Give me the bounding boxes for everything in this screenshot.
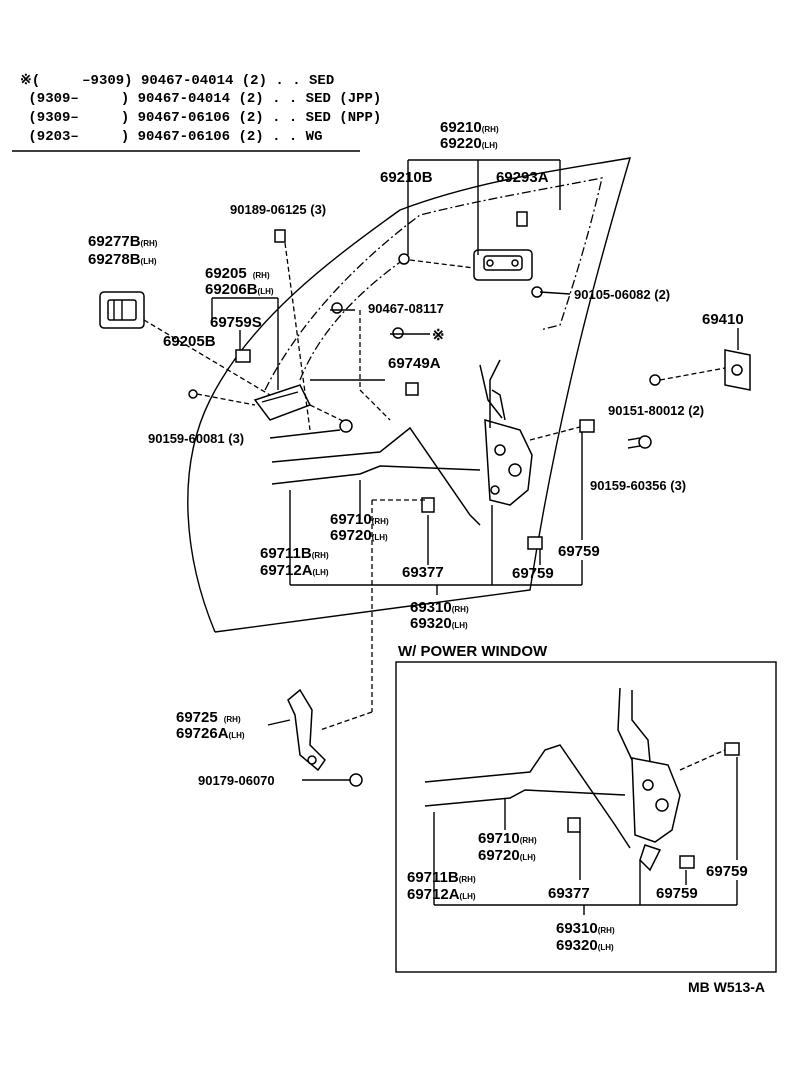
pw-grommet-69759a bbox=[724, 742, 740, 756]
pw-clip-69377 bbox=[567, 817, 581, 833]
label-69711B: 69711B(RH) bbox=[260, 545, 329, 562]
outside-handle bbox=[473, 249, 533, 281]
label-69726A: 69726A(LH) bbox=[176, 725, 245, 742]
label-69310: 69310(RH) bbox=[410, 599, 469, 616]
header-qty: (2) bbox=[241, 73, 267, 89]
pw-label-69720: 69720(LH) bbox=[478, 847, 536, 864]
pw-rod-69710 bbox=[424, 744, 631, 849]
bolt-asterisk bbox=[392, 327, 404, 339]
label-69759b: 69759 bbox=[512, 565, 554, 582]
door-lock-assembly bbox=[484, 359, 533, 506]
label-69210: 69210(RH) bbox=[440, 119, 499, 136]
grommet-69759b bbox=[527, 536, 543, 550]
diagram-code: MB W513-A bbox=[688, 979, 765, 995]
pw-label-69710: 69710(RH) bbox=[478, 830, 537, 847]
label-90159-60356: 90159-60356 (3) bbox=[590, 478, 686, 493]
label-69293A: 69293A bbox=[496, 169, 549, 186]
label-69210B: 69210B bbox=[380, 169, 433, 186]
pw-lock-assembly bbox=[617, 687, 681, 872]
header-desc: . . SED (NPP) bbox=[272, 110, 382, 126]
header-row-3: (9309– ) 90467-06106 (2) . . SED (NPP) bbox=[20, 110, 381, 126]
pw-label-69712A: 69712A(LH) bbox=[407, 886, 476, 903]
header-qty: (2) bbox=[238, 129, 264, 145]
header-part: 90467-04014 bbox=[137, 91, 231, 107]
label-69278B: 69278B(LH) bbox=[88, 251, 157, 268]
pw-grommet-69759b bbox=[679, 855, 695, 869]
header-desc: . . SED bbox=[275, 73, 335, 89]
clip-69749A bbox=[405, 382, 419, 396]
screw-90159-60356 bbox=[627, 437, 641, 449]
clip-90189 bbox=[274, 229, 286, 243]
door-inner-frame bbox=[299, 254, 411, 381]
header-prefix: (9309– ) bbox=[20, 91, 130, 107]
label-90189: 90189-06125 (3) bbox=[230, 202, 326, 217]
clip-69377 bbox=[421, 497, 435, 513]
label-90159-60081: 90159-60081 (3) bbox=[148, 431, 244, 446]
label-69410: 69410 bbox=[702, 311, 744, 328]
label-90467-08117: 90467-08117 bbox=[368, 301, 444, 316]
label-69720: 69720(LH) bbox=[330, 527, 388, 544]
label-69206B: 69206B(LH) bbox=[205, 281, 274, 298]
header-desc: . . SED (JPP) bbox=[272, 91, 382, 107]
clip-69205B bbox=[235, 349, 251, 363]
lock-rod-upper bbox=[479, 364, 503, 419]
door-window-frame bbox=[264, 177, 603, 391]
header-prefix: (9309– ) bbox=[20, 110, 130, 126]
label-90105: 90105-06082 (2) bbox=[574, 287, 670, 302]
header-prefix: (9203– ) bbox=[20, 129, 130, 145]
label-69710: 69710(RH) bbox=[330, 511, 389, 528]
header-part: 90467-04014 bbox=[140, 73, 234, 89]
bracket-69725 bbox=[287, 688, 326, 772]
label-power-window: W/ POWER WINDOW bbox=[398, 643, 548, 660]
label-69377: 69377 bbox=[402, 564, 444, 581]
label-69759S: 69759S bbox=[210, 314, 262, 331]
rod-69710 bbox=[271, 426, 481, 526]
screw-inside-handle bbox=[188, 389, 198, 399]
header-qty: (2) bbox=[238, 91, 264, 107]
door-panel-outline bbox=[187, 157, 631, 633]
inside-handle-bezel bbox=[99, 291, 145, 329]
screw-90159-60081 bbox=[339, 419, 353, 433]
pw-label-69759b: 69759 bbox=[656, 885, 698, 902]
pw-label-69711B: 69711B(RH) bbox=[407, 869, 476, 886]
header-desc: . . WG bbox=[272, 129, 323, 145]
label-90179: 90179-06070 bbox=[198, 773, 275, 788]
bolt-69210B bbox=[398, 253, 410, 265]
power-window-inset bbox=[395, 661, 777, 973]
header-row-1: ※( –9309) 90467-04014 (2) . . SED bbox=[20, 72, 334, 89]
header-part: 90467-06106 bbox=[137, 110, 231, 126]
striker-69410 bbox=[724, 349, 751, 391]
header-prefix: ※( –9309) bbox=[20, 73, 133, 89]
label-69725: 69725(RH) bbox=[176, 709, 241, 726]
header-qty: (2) bbox=[238, 110, 264, 126]
pw-label-69310: 69310(RH) bbox=[556, 920, 615, 937]
pw-rod-69711B bbox=[424, 789, 626, 807]
label-69712A: 69712A(LH) bbox=[260, 562, 329, 579]
rod-69711B bbox=[271, 465, 481, 485]
label-69277B: 69277B(RH) bbox=[88, 233, 158, 250]
label-69220: 69220(LH) bbox=[440, 135, 498, 152]
nut-90179 bbox=[349, 773, 363, 787]
header-part: 90467-06106 bbox=[137, 129, 231, 145]
bolt-90467-08117 bbox=[331, 302, 343, 314]
header-row-4: (9203– ) 90467-06106 (2) . . WG bbox=[20, 129, 323, 145]
grommet-69759a bbox=[579, 419, 595, 433]
screw-90151 bbox=[649, 374, 661, 386]
pw-label-69377: 69377 bbox=[548, 885, 590, 902]
label-90151: 90151-80012 (2) bbox=[608, 403, 704, 418]
handle-clip-69293A bbox=[516, 211, 528, 227]
label-69205: 69205(RH) bbox=[205, 265, 270, 282]
label-69320: 69320(LH) bbox=[410, 615, 468, 632]
pw-label-69320: 69320(LH) bbox=[556, 937, 614, 954]
label-69205B: 69205B bbox=[163, 333, 216, 350]
header-row-2: (9309– ) 90467-04014 (2) . . SED (JPP) bbox=[20, 91, 381, 107]
label-asterisk: ※ bbox=[432, 327, 445, 344]
label-69749A: 69749A bbox=[388, 355, 441, 372]
pw-label-69759a: 69759 bbox=[706, 863, 748, 880]
label-69759a: 69759 bbox=[558, 543, 600, 560]
